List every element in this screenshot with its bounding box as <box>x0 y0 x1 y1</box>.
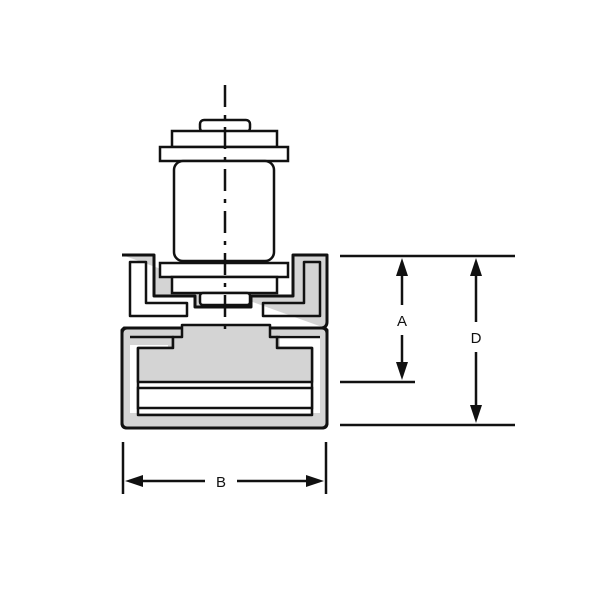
dimension-b-arrow-right <box>306 475 324 487</box>
roller-assembly <box>158 85 290 330</box>
dimension-lines: A D B <box>121 254 515 494</box>
rail-left-slot <box>128 260 189 318</box>
dimension-d-arrow-up <box>470 258 482 276</box>
dimension-d: D <box>470 258 482 423</box>
dimension-a: A <box>396 258 408 380</box>
dimension-d-label: D <box>471 330 482 347</box>
rail-right-slot <box>261 260 322 318</box>
dimension-b-label: B <box>216 474 226 491</box>
dimension-d-arrow-down <box>470 405 482 423</box>
dimension-a-label: A <box>397 313 407 330</box>
dimension-a-arrow-up <box>396 258 408 276</box>
dimension-a-arrow-down <box>396 362 408 380</box>
dimension-b: B <box>125 474 324 491</box>
dimension-b-arrow-left <box>125 475 143 487</box>
rail-bottom-strip <box>136 386 314 410</box>
rail-profile <box>120 253 329 430</box>
rail-t-body <box>136 323 314 384</box>
